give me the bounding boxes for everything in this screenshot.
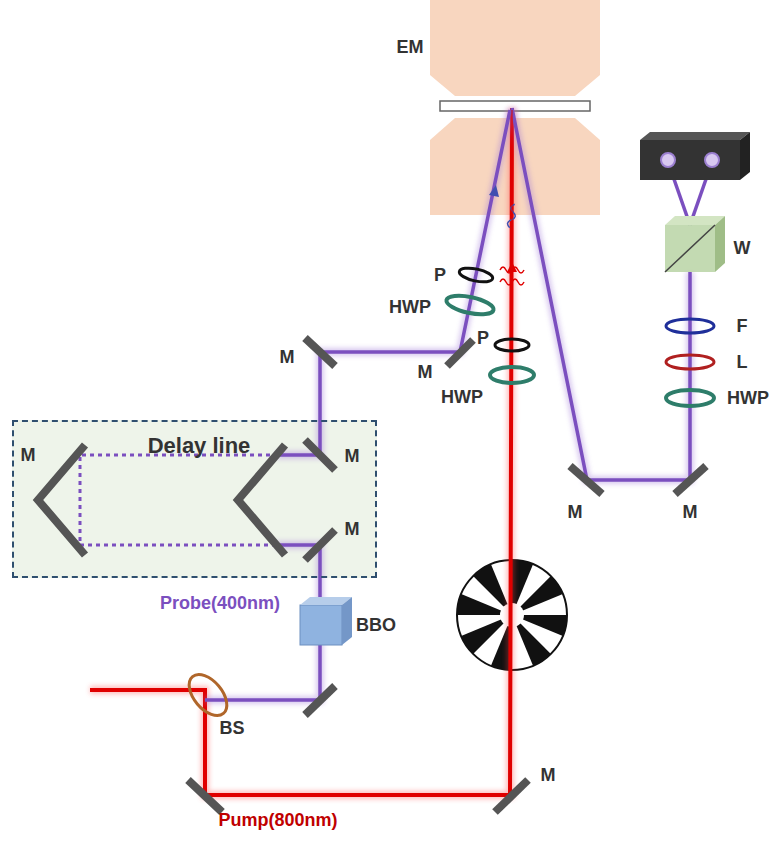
mirror-label: M <box>683 503 698 521</box>
mirror-label: M <box>280 348 295 366</box>
waveplate-label: HWP <box>727 389 769 407</box>
polarizer-label: P <box>477 329 489 347</box>
beam-label: Probe(400nm) <box>160 594 280 612</box>
lens-label: L <box>737 353 748 371</box>
beam-label: Pump(800nm) <box>218 811 337 829</box>
delay-line-box: Delay line <box>12 420 377 578</box>
waveplate-label: HWP <box>441 388 483 406</box>
mirror-label: M <box>418 363 433 381</box>
mirror-label: M <box>345 520 360 538</box>
waveplate-label: HWP <box>389 298 431 316</box>
group-title: Delay line <box>148 435 251 457</box>
mirror-label: M <box>568 503 583 521</box>
splitter-label: BS <box>219 719 244 737</box>
crystal-label: BBO <box>356 616 396 634</box>
prism-label: W <box>734 239 751 257</box>
mirror-label: M <box>345 447 360 465</box>
magnet-label: EM <box>397 38 424 56</box>
mirror-label: M <box>21 446 36 464</box>
polarizer-label: P <box>434 266 446 284</box>
mirror-label: M <box>541 766 556 784</box>
filter-label: F <box>737 317 748 335</box>
